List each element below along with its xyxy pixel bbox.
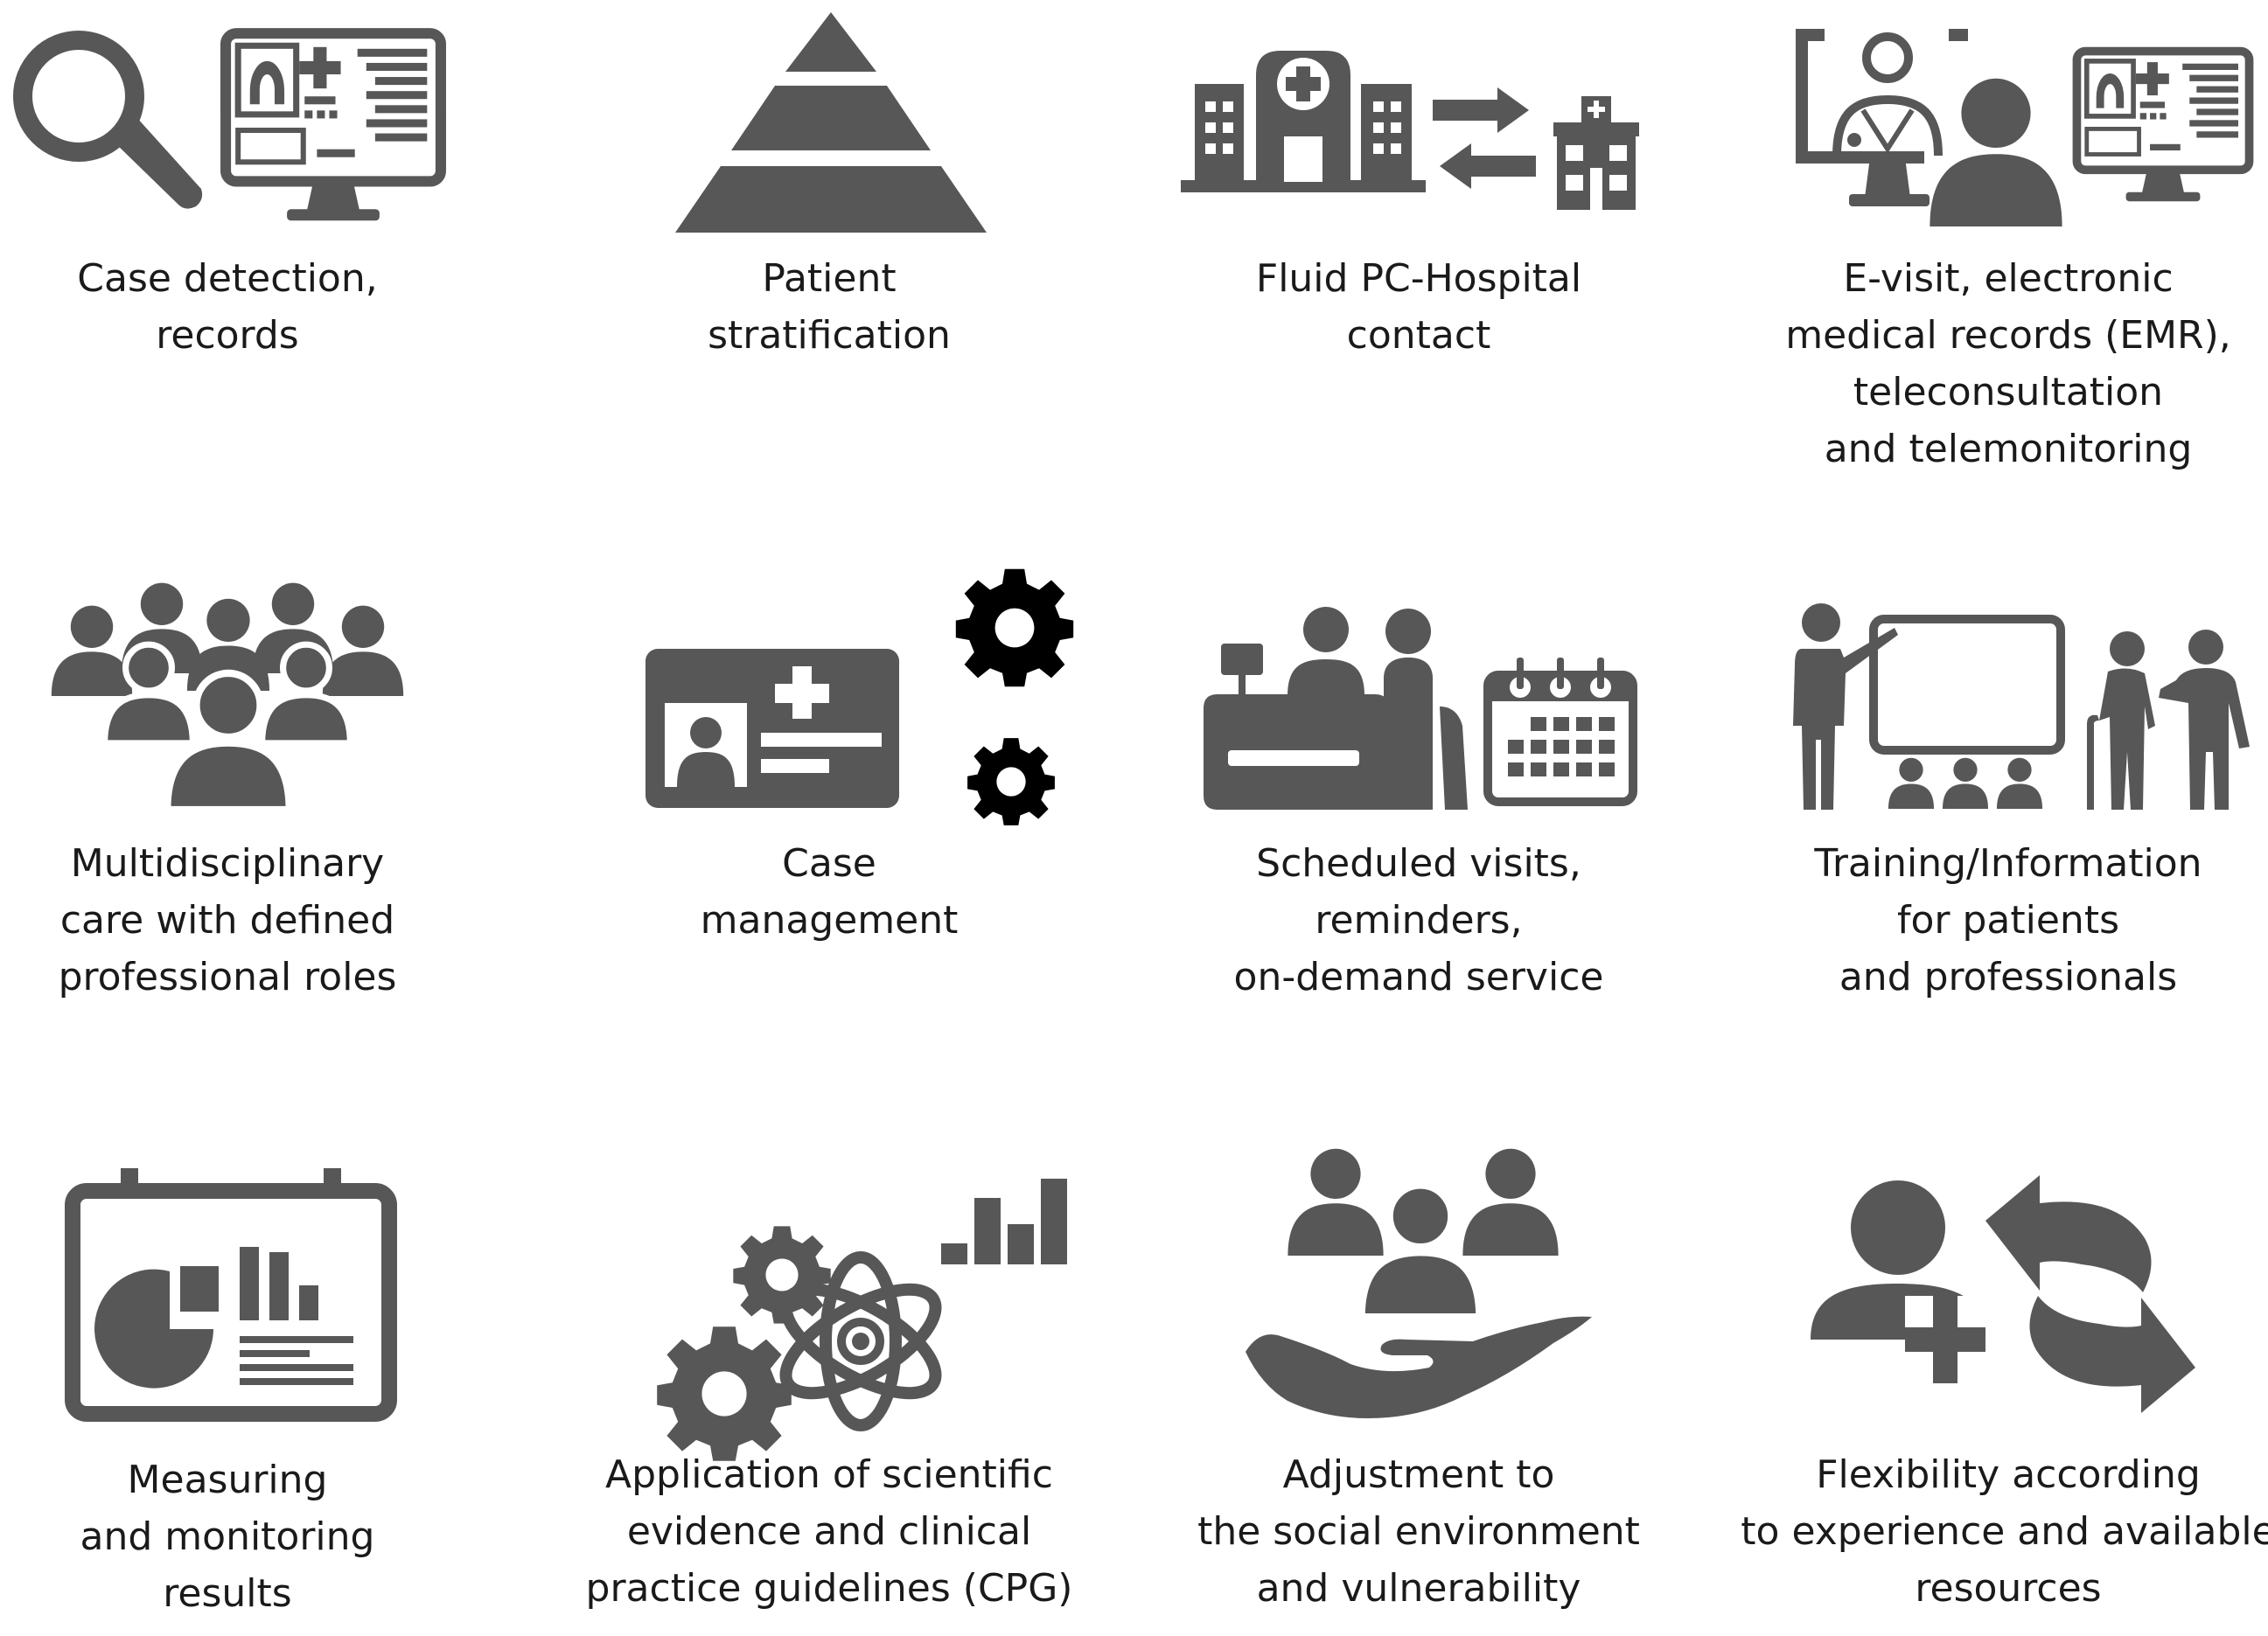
label-line: practice guidelines (CPG) bbox=[585, 1566, 1073, 1611]
magnifier-icon bbox=[9, 26, 210, 219]
label-line: the social environment bbox=[1197, 1509, 1640, 1554]
reception-desk-icon bbox=[1204, 603, 1468, 810]
patient-icon bbox=[1917, 65, 2075, 231]
presenter-board-icon bbox=[1790, 603, 2069, 810]
pyramid-icon bbox=[673, 12, 988, 233]
clinic-icon bbox=[1545, 96, 1648, 210]
label-line: Case detection, bbox=[77, 256, 378, 301]
bar-chart-icon bbox=[941, 1177, 1078, 1268]
dashboard-icon bbox=[65, 1168, 397, 1422]
label-line: results bbox=[163, 1571, 292, 1616]
label-line: medical records (EMR), bbox=[1785, 313, 2231, 358]
label-line: evidence and clinical bbox=[626, 1509, 1032, 1554]
label-line: care with defined bbox=[59, 898, 395, 943]
label-line: and monitoring bbox=[80, 1514, 375, 1559]
label-line: reminders, bbox=[1315, 898, 1523, 943]
person-plus-icon bbox=[1811, 1177, 1985, 1387]
atom-icon bbox=[764, 1245, 957, 1438]
label-line: for patients bbox=[1897, 898, 2119, 943]
label-line: records bbox=[156, 313, 299, 358]
label-line: Case bbox=[782, 841, 876, 886]
curved-arrows-icon bbox=[1985, 1172, 2195, 1417]
label-line: professional roles bbox=[58, 955, 397, 999]
label-line: Multidisciplinary bbox=[70, 841, 385, 886]
label-line: management bbox=[700, 898, 959, 943]
gear-icon bbox=[892, 505, 1015, 628]
label-line: Patient bbox=[762, 256, 897, 301]
gears-icon bbox=[584, 1173, 794, 1410]
label-line: and vulnerability bbox=[1256, 1566, 1581, 1611]
label-line: and telemonitoring bbox=[1824, 427, 2193, 471]
label-line: to experience and available bbox=[1741, 1509, 2268, 1554]
monitor-record-icon bbox=[2071, 45, 2255, 208]
label-line: Adjustment to bbox=[1282, 1452, 1555, 1497]
label-line: Measuring bbox=[127, 1458, 328, 1502]
label-line: E-visit, electronic bbox=[1843, 256, 2174, 301]
label-line: Application of scientific bbox=[605, 1452, 1053, 1497]
label-line: on-demand service bbox=[1233, 955, 1604, 999]
label-line: stratification bbox=[708, 313, 951, 358]
gear-icon bbox=[920, 691, 1011, 782]
hospital-icon bbox=[1181, 49, 1426, 215]
label-line: Flexibility according bbox=[1816, 1452, 2201, 1497]
label-line: Fluid PC-Hospital bbox=[1255, 256, 1582, 301]
elderly-couple-icon bbox=[2078, 630, 2253, 810]
doctor-screen-icon bbox=[1793, 26, 1977, 233]
id-card-icon bbox=[646, 649, 899, 808]
hand-people-icon bbox=[1246, 1142, 1595, 1431]
calendar-icon bbox=[1483, 658, 1637, 806]
label-line: contact bbox=[1346, 313, 1491, 358]
exchange-arrows-icon bbox=[1433, 87, 1536, 189]
label-line: Scheduled visits, bbox=[1256, 841, 1581, 886]
monitor-record-icon bbox=[219, 26, 448, 229]
team-group-icon bbox=[44, 577, 411, 810]
label-line: and professionals bbox=[1839, 955, 2178, 999]
label-line: resources bbox=[1915, 1566, 2102, 1611]
label-line: teleconsultation bbox=[1853, 370, 2164, 414]
label-line: Training/Information bbox=[1814, 841, 2202, 886]
